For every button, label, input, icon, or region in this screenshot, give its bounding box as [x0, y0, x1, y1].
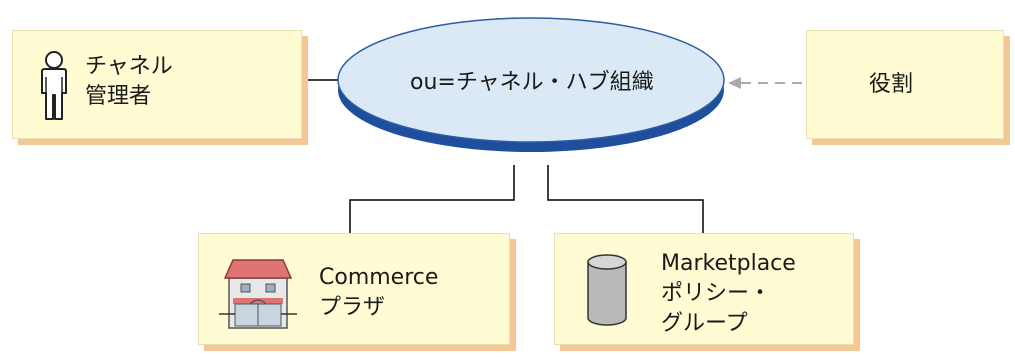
org-unit-label: ou=チャネル・ハブ組織	[410, 70, 654, 95]
marketplace-policy-group-box: Marketplace ポリシー・ グループ	[554, 233, 854, 345]
marketplace-label-line2: ポリシー・	[661, 281, 772, 306]
person-icon	[41, 51, 67, 120]
channel-admin-label-line2: 管理者	[85, 84, 152, 109]
role-box: 役割	[806, 30, 1004, 139]
commerce-plaza-label-line1: Commerce	[319, 265, 439, 290]
role-label: 役割	[869, 72, 914, 97]
org-to-commerce-connector	[349, 165, 515, 233]
channel-admin-box: チャネル 管理者	[12, 30, 302, 139]
store-icon	[219, 259, 297, 329]
commerce-plaza-label-line2: プラザ	[319, 295, 386, 320]
marketplace-label-line3: グループ	[661, 311, 748, 336]
dashed-arrowhead-icon	[728, 77, 741, 89]
org-to-marketplace-connector	[547, 165, 704, 233]
marketplace-label-line1: Marketplace	[661, 251, 796, 276]
commerce-plaza-box: Commerce プラザ	[198, 233, 510, 345]
channel-admin-label-line1: チャネル	[85, 54, 173, 79]
org-unit-oval	[337, 17, 725, 152]
database-cylinder-icon	[587, 254, 627, 326]
